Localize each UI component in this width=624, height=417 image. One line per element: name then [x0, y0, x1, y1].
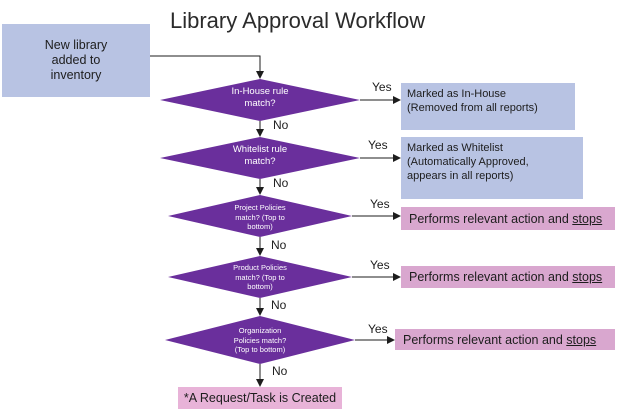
- start-label: New library added to inventory: [44, 38, 108, 82]
- final-label: *A Request/Task is Created: [183, 391, 337, 405]
- yes-label-4: Yes: [370, 258, 390, 272]
- outcome-box-inhouse: Marked as In-House (Removed from all rep…: [401, 83, 575, 130]
- no-label-1: No: [273, 118, 289, 132]
- no-label-4: No: [271, 298, 287, 312]
- yes-label-3: Yes: [370, 197, 390, 211]
- yes-label-1: Yes: [372, 80, 392, 94]
- outcome-organization-stops: stops: [566, 332, 597, 347]
- outcome-project-stops: stops: [572, 211, 603, 226]
- no-label-5: No: [272, 364, 288, 378]
- start-box: New library added to inventory: [2, 24, 150, 97]
- outcome-box-product: Performs relevant action and stops: [401, 266, 615, 288]
- outcome-whitelist-line1: Marked as Whitelist: [407, 142, 503, 154]
- decision-diamond-product: [168, 256, 352, 298]
- outcome-product-stops: stops: [572, 270, 603, 284]
- outcome-box-organization: Performs relevant action and stops: [395, 329, 615, 350]
- decision-label-organization: Organization Policies match? (Top to bot…: [233, 326, 287, 354]
- page-title: Library Approval Workflow: [170, 8, 426, 33]
- outcome-whitelist-line3: appears in all reports): [407, 170, 514, 182]
- outcome-box-whitelist: Marked as Whitelist (Automatically Appro…: [401, 137, 583, 199]
- outcome-inhouse-line2: (Removed from all reports): [407, 102, 538, 114]
- no-label-2: No: [273, 176, 289, 190]
- decision-label-product: Product Policies match? (Top to bottom): [233, 263, 287, 291]
- decision-label-project: Project Policies match? (Top to bottom): [234, 203, 286, 231]
- outcome-organization-text: Performs relevant action and: [403, 332, 567, 347]
- yes-label-2: Yes: [368, 138, 388, 152]
- yes-label-5: Yes: [368, 322, 388, 336]
- outcome-whitelist-line2: (Automatically Approved,: [407, 156, 529, 168]
- final-box: *A Request/Task is Created: [178, 387, 342, 409]
- decision-label-whitelist: Whitelist rule match?: [232, 144, 288, 167]
- decision-diamond-organization: [165, 316, 355, 364]
- decision-diamond-whitelist: [160, 137, 360, 179]
- decision-diamond-inhouse: [160, 79, 360, 121]
- decision-diamond-project: [168, 195, 352, 237]
- no-label-3: No: [271, 238, 287, 252]
- outcome-product-text: Performs relevant action and: [409, 270, 573, 284]
- connector-start-to-inhouse: [150, 55, 264, 79]
- outcome-inhouse-line1: Marked as In-House: [407, 88, 507, 100]
- decision-label-inhouse: In-House rule match?: [231, 86, 289, 109]
- outcome-box-project: Performs relevant action and stops: [401, 207, 615, 230]
- outcome-project-text: Performs relevant action and: [409, 211, 573, 226]
